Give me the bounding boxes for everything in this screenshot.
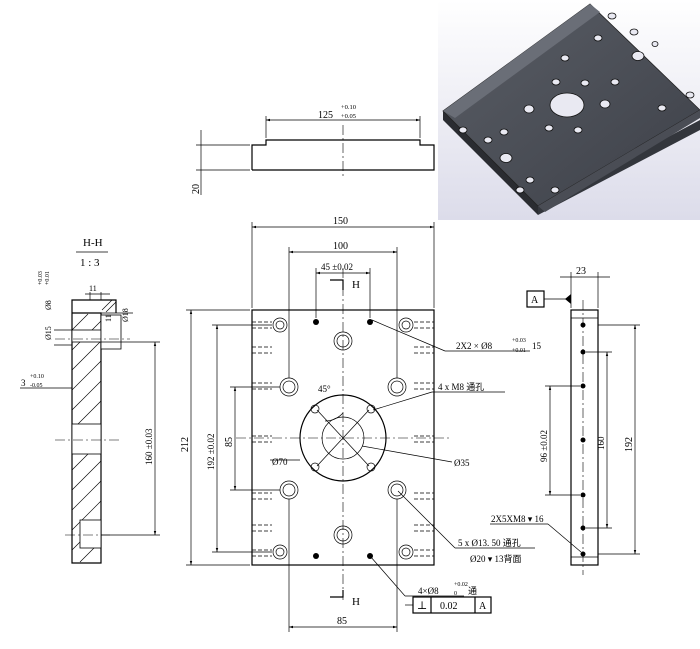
section-dim-3-tol-up: +0.10 — [30, 374, 44, 380]
top-dim-20: 20 — [191, 184, 202, 194]
top-dim-125: 125 — [318, 110, 333, 121]
note-pins-depth: 15 — [532, 341, 542, 351]
front-dim-100: 100 — [333, 241, 348, 252]
section-dim-d18: Ø18 — [121, 308, 130, 322]
section-view: H-H 1 : 3 11 Ø15 Ø8 +0.03 +0.01 — [20, 237, 160, 564]
section-dim-160: 160 ±0.03 — [144, 428, 154, 465]
section-scale: 1 : 3 — [80, 257, 100, 269]
section-dim-3-tol-lo: -0.05 — [30, 383, 43, 389]
top-dim-125-tol-up: +0.10 — [341, 104, 356, 111]
front-dim-85-vert: 85 — [224, 437, 235, 447]
section-title: H-H — [83, 237, 103, 249]
fcf-value: 0.02 — [440, 601, 458, 612]
section-dim-d8-tol-up: +0.03 — [38, 271, 44, 285]
note-pins-tol-lo: +0.01 — [512, 348, 526, 354]
cut-label-top: H — [352, 279, 360, 291]
top-view: 125 +0.10 +0.05 20 — [191, 104, 435, 195]
section-dim-3: 3 — [21, 378, 26, 388]
side-dim-23: 23 — [576, 266, 586, 277]
note-pins-tol-up: +0.03 — [512, 338, 526, 344]
side-dim-192: 192 — [624, 437, 635, 452]
front-dim-d70: Ø70 — [272, 457, 288, 467]
front-dim-192: 192 ±0.02 — [206, 434, 216, 470]
side-dim-160: 160 — [596, 436, 606, 450]
side-note-m8: 2X5XM8 ▾ 16 — [491, 514, 544, 524]
feature-control-frame: ⊥ 0.02 A — [405, 596, 492, 614]
front-dim-212: 212 — [180, 437, 191, 452]
section-dim-d8: Ø8 — [44, 300, 53, 310]
note-m8: 4 x M8 通孔 — [438, 382, 484, 392]
front-dim-150: 150 — [333, 216, 348, 227]
note-pins: 2X2 × Ø8 — [456, 341, 493, 351]
section-dim-11: 11 — [89, 284, 97, 293]
note-bottom-suffix: 通 — [468, 586, 477, 596]
front-view: 150 100 45 ±0.02 H H 212 192 ±0.02 85 45… — [180, 216, 542, 632]
note-counterbore-1: 5 x Ø13. 50 通孔 — [458, 538, 521, 548]
front-dim-45: 45 ±0.02 — [321, 262, 353, 272]
top-dim-125-tol-lo: +0.05 — [341, 113, 356, 120]
side-datum-a: A — [531, 295, 539, 306]
note-bottom-tol-lo: 0 — [454, 591, 457, 597]
note-counterbore-2: Ø20 ▾ 13背面 — [470, 553, 522, 564]
front-dim-85-horiz: 85 — [337, 616, 347, 627]
section-dim-d8-tol-lo: +0.01 — [45, 271, 51, 285]
side-dim-96: 96 ±0.02 — [539, 430, 549, 462]
isometric-view — [438, 0, 700, 220]
front-dim-d35: Ø35 — [454, 458, 470, 468]
fcf-symbol: ⊥ — [417, 600, 427, 612]
section-dim-d11: 11 — [104, 314, 113, 322]
note-bottom: 4×Ø8 — [418, 586, 439, 596]
cut-label-bottom: H — [352, 596, 360, 608]
front-angle-45: 45° — [318, 384, 331, 394]
section-dim-d15: Ø15 — [44, 326, 53, 340]
side-view: 23 A 96 ±0.02 160 192 2X5XM8 ▾ 16 — [490, 266, 640, 575]
fcf-datum: A — [479, 601, 487, 612]
note-bottom-tol-up: +0.02 — [454, 582, 468, 588]
